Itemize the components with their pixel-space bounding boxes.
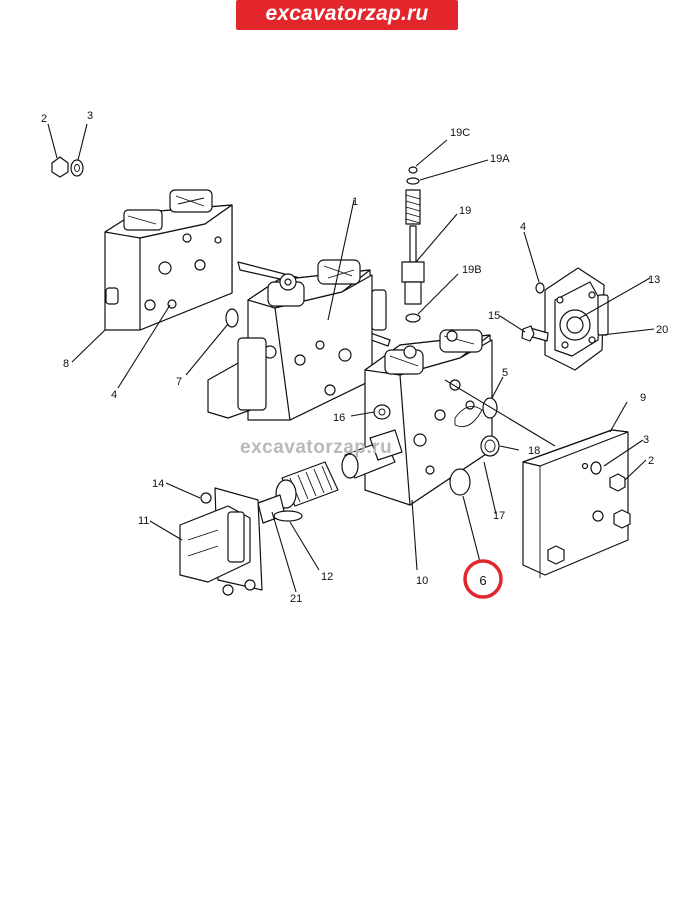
callout-2: 2: [41, 113, 47, 125]
spool-end: [341, 429, 403, 479]
callout-labels: 2 3 1 19C 19A 19 19B 4 13 15 20 5 9 16 1…: [41, 110, 668, 605]
callout-5: 5: [502, 367, 508, 379]
callout-14: 14: [152, 478, 164, 490]
callout-1: 1: [352, 196, 358, 208]
part-19-cartridge: [401, 166, 425, 323]
callout-12: 12: [321, 571, 333, 583]
part-9-end-plate: [522, 429, 631, 578]
callout-21: 21: [290, 593, 302, 605]
part-10-valve-section: [364, 329, 493, 506]
callout-20: 20: [656, 324, 668, 336]
part-8-valve-section: [104, 189, 233, 331]
callout-15: 15: [488, 310, 500, 322]
part-6-o-ring: [449, 468, 471, 496]
part-7-o-ring: [225, 308, 239, 328]
callout-7: 7: [176, 376, 182, 388]
callout-19a: 19A: [490, 153, 510, 165]
callout-8: 8: [63, 358, 69, 370]
callout-16: 16: [333, 412, 345, 424]
callout-19: 19: [459, 205, 471, 217]
callout-19c: 19C: [450, 127, 470, 139]
callout-4-left: 4: [111, 389, 117, 401]
callout-6: 6: [479, 573, 486, 588]
callout-10: 10: [416, 575, 428, 587]
callout-3-right: 3: [643, 434, 649, 446]
callout-18: 18: [528, 445, 540, 457]
part-18-seal: [480, 435, 500, 457]
seal-rings: [449, 397, 500, 496]
part-13-20-end-flange: [521, 267, 609, 371]
part-12-spring: [257, 461, 339, 524]
callout-19b: 19B: [462, 264, 482, 276]
watermark-text: excavatorzap.ru: [240, 437, 392, 458]
highlight-ring: [463, 559, 503, 599]
site-banner-text: excavatorzap.ru: [265, 2, 429, 25]
part-1-main-valve-body: [207, 259, 387, 421]
callout-13: 13: [648, 274, 660, 286]
callout-3: 3: [87, 110, 93, 122]
part-5-o-ring: [482, 397, 498, 419]
part-2-3-nut-washer-left: [51, 156, 84, 178]
callout-17: 17: [493, 510, 505, 522]
part-11-end-cap: [179, 487, 263, 596]
site-banner: excavatorzap.ru: [236, 0, 458, 30]
callout-9: 9: [640, 392, 646, 404]
highlighted-callout-6: 6: [463, 559, 503, 599]
callout-4-right: 4: [520, 221, 526, 233]
callout-2-right: 2: [648, 455, 654, 467]
callout-11: 11: [138, 515, 149, 527]
leader-lines: [47, 123, 655, 593]
